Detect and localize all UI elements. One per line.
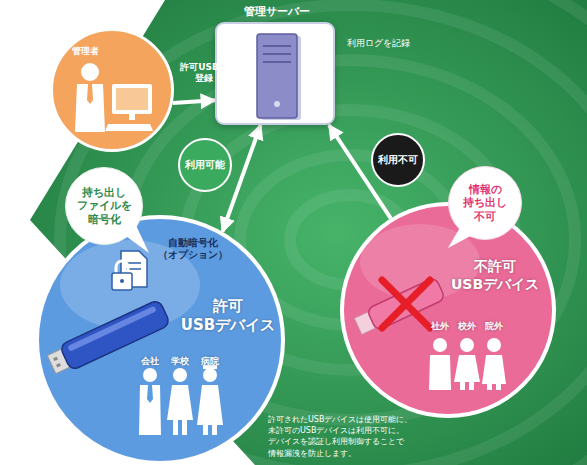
server-tower-body — [257, 34, 301, 120]
people-figures-part — [212, 425, 217, 435]
admin-circle-shape — [52, 30, 173, 151]
people-figures-part — [487, 384, 492, 390]
node-title: 不許可 USBデバイス — [448, 258, 542, 293]
denied-usb-circle-shape — [342, 204, 554, 416]
people-figures-part — [469, 382, 474, 390]
node-title: 管理サーバー — [207, 5, 347, 18]
person-label: 校外 — [455, 321, 479, 332]
people-figures-part — [173, 368, 187, 382]
server-box: 管理サーバー利用ログを記録 — [215, 22, 335, 125]
deny-cross-part — [382, 280, 430, 328]
connector-arrow — [173, 100, 215, 103]
people-figures-part — [203, 368, 217, 382]
person-label: 院外 — [482, 321, 506, 332]
allowed-usb-circle-shape — [37, 217, 283, 463]
people-figures-part — [454, 355, 480, 382]
edge-label: 利用不可 — [371, 133, 425, 187]
green-swirl-part — [30, 0, 587, 465]
person-label: 会社 — [138, 356, 162, 367]
computer-icon-part — [112, 84, 152, 114]
allowed-usb-circle: 許可 USBデバイス 自動暗号化 （オプション） — [35, 215, 285, 465]
computer-icon — [105, 84, 153, 131]
edge-label: 利用可能 — [178, 138, 232, 192]
usb-stick-blue-part — [56, 363, 61, 367]
node-note: 自動暗号化 （オプション） — [153, 237, 233, 261]
server-tower-body-part — [257, 34, 297, 118]
node-title: 管理者 — [72, 46, 112, 57]
usb-stick-blue — [46, 299, 171, 377]
node-title: 持ち出し ファイルを 暗号化 — [74, 186, 134, 225]
deny-cross — [382, 280, 430, 328]
people-figures-part — [460, 382, 465, 390]
admin-figure — [50, 28, 174, 152]
admin-person-part — [81, 63, 99, 81]
usb-stick-blue-part — [53, 357, 58, 361]
people-figures-part — [482, 355, 506, 384]
server-tower-body-part — [263, 61, 291, 63]
bubble-tail-shape — [448, 224, 478, 248]
server-tower-body-part — [263, 53, 291, 55]
computer-icon-part — [129, 114, 135, 120]
people-figures — [429, 338, 506, 390]
server-tower-body-part — [263, 45, 291, 47]
people-figures-part — [167, 385, 193, 420]
admin-person-part — [75, 84, 105, 132]
encrypt-icon-part — [120, 279, 124, 283]
people-figures-part — [203, 425, 208, 435]
computer-icon-part — [116, 88, 148, 110]
server-tower-body-part — [274, 101, 280, 107]
bubble-tail-shape — [119, 219, 149, 253]
encrypt-icon-part — [116, 261, 128, 273]
people-figures-part — [487, 338, 501, 352]
people-figures-part — [433, 338, 447, 352]
denied-usb-circle: 不許可 USBデバイス — [340, 202, 556, 418]
people-figures-part — [147, 385, 153, 403]
encrypt-icon-part — [112, 273, 132, 290]
node-title: 情報の 持ち出し 不可 — [457, 183, 513, 222]
computer-icon-part — [105, 124, 153, 131]
encrypt-icon — [112, 251, 147, 290]
people-figures — [139, 365, 223, 435]
edge-label: 許可USBの 登録 — [178, 62, 230, 84]
admin-circle: 管理者 — [50, 28, 174, 152]
person-label: 社外 — [428, 321, 452, 332]
people-figures-part — [429, 355, 451, 390]
node-note: 利用ログを記録 — [347, 38, 427, 49]
usb-stick-blue-part — [59, 299, 171, 371]
speech-bubble: 情報の 持ち出し 不可 — [448, 166, 522, 240]
node-title: 許可 USBデバイス — [180, 297, 276, 335]
person-label: 学校 — [168, 356, 192, 367]
speech-bubble: 持ち出し ファイルを 暗号化 — [65, 167, 143, 245]
people-figures-part — [182, 420, 187, 435]
admin-person-part — [87, 84, 93, 104]
people-figures-part — [460, 338, 474, 352]
people-figures-part — [197, 385, 223, 425]
people-figures-part — [173, 420, 178, 435]
people-figures-part — [496, 384, 501, 390]
caption-text: 許可されたUSBデバイスは使用可能に、 未許可のUSBデバイスは利用不可に。 デ… — [268, 414, 420, 459]
deny-cross-part — [382, 280, 430, 328]
admin-person — [75, 63, 105, 132]
denied-usb-illustration — [340, 202, 556, 418]
server-tower — [217, 24, 337, 127]
person-label: 病院 — [198, 356, 222, 367]
people-figures-part — [139, 385, 161, 435]
people-figures-part — [143, 368, 157, 382]
usb-stick-blue-part — [67, 306, 157, 352]
